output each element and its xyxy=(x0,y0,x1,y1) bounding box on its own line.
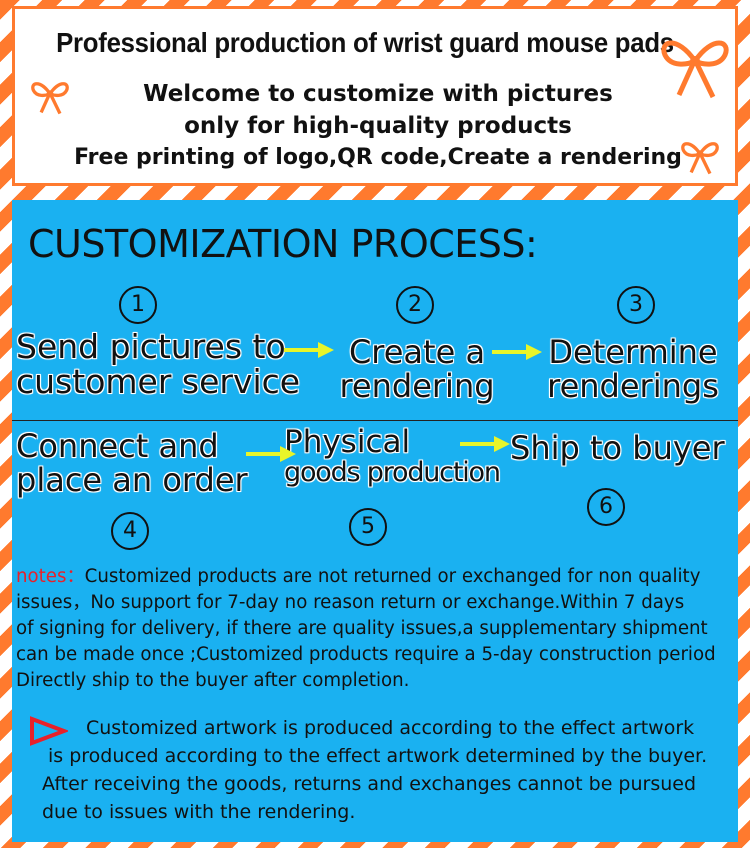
artwork-line-4: due to issues with the rendering. xyxy=(42,801,356,823)
step-1-label: Send pictures to customer service xyxy=(16,327,301,401)
bow-icon-right xyxy=(681,142,719,175)
step-6-number: 6 xyxy=(587,488,625,526)
step-5-number: 5 xyxy=(349,508,387,546)
header-title: Professional production of wrist guard m… xyxy=(56,27,674,58)
notes-line-3: of signing for delivery, if there are qu… xyxy=(16,618,708,639)
triangle-play-icon xyxy=(30,716,68,746)
step-3-line-1: Determine xyxy=(548,333,718,371)
step-4-number: 4 xyxy=(111,512,149,550)
step-2-label: Create a rendering xyxy=(334,333,500,405)
notes-line-1-text: Customized products are not returned or … xyxy=(84,566,701,587)
step-6-line-1: Ship to buyer xyxy=(510,429,725,467)
step-4-line-2: place an order xyxy=(16,460,248,499)
process-panel: CUSTOMIZATION PROCESS: 1 Send pictures t… xyxy=(12,200,738,842)
step-3-label: Determine renderings xyxy=(538,333,728,405)
artwork-note: Customized artwork is produced according… xyxy=(16,714,736,826)
notes-line-4: can be made once ;Customized products re… xyxy=(16,644,716,665)
step-4-label: Connect and place an order xyxy=(16,427,248,499)
step-1-number: 1 xyxy=(119,286,157,324)
arrow-right-icon-1 xyxy=(284,342,334,358)
notes-line-2: issues，No support for 7-day no reason re… xyxy=(16,592,685,613)
arrow-right-icon-4 xyxy=(460,436,510,452)
step-2-line-2: rendering xyxy=(339,366,495,405)
step-1-line-2: customer service xyxy=(16,361,301,401)
artwork-line-3: After receiving the goods, returns and e… xyxy=(42,773,697,795)
step-3-line-2: renderings xyxy=(547,366,719,405)
arrow-right-icon-2 xyxy=(492,344,542,360)
process-title: CUSTOMIZATION PROCESS: xyxy=(28,222,538,266)
artwork-line-1: Customized artwork is produced according… xyxy=(86,717,695,739)
step-2-number: 2 xyxy=(396,286,434,324)
notes-label: notes： xyxy=(16,566,85,587)
step-5-line-2: goods production xyxy=(284,456,501,488)
artwork-line-2: is produced according to the effect artw… xyxy=(48,745,708,767)
step-5-line-1: Physical xyxy=(284,424,411,460)
step-1-line-1: Send pictures to xyxy=(16,327,286,366)
header-line-1: Welcome to customize with pictures xyxy=(143,81,613,107)
header-line-3: Free printing of logo,QR code,Create a r… xyxy=(74,145,682,170)
notes-text: notes：Customized products are not return… xyxy=(16,564,736,694)
step-6-label: Ship to buyer xyxy=(510,429,725,467)
header-line-2: only for high-quality products xyxy=(184,113,572,139)
step-3-number: 3 xyxy=(617,286,655,324)
step-5-label: Physical goods production xyxy=(284,424,501,488)
step-2-line-1: Create a xyxy=(348,333,486,371)
step-4-line-1: Connect and xyxy=(16,427,219,465)
process-divider xyxy=(12,420,738,421)
header-banner: Professional production of wrist guard m… xyxy=(12,6,738,186)
notes-line-1: notes：Customized products are not return… xyxy=(16,564,736,590)
arrow-right-icon-3 xyxy=(246,446,296,462)
notes-line-5: Directly ship to the buyer after complet… xyxy=(16,670,410,691)
bow-icon-large xyxy=(661,40,729,99)
bow-icon-left xyxy=(31,82,69,115)
